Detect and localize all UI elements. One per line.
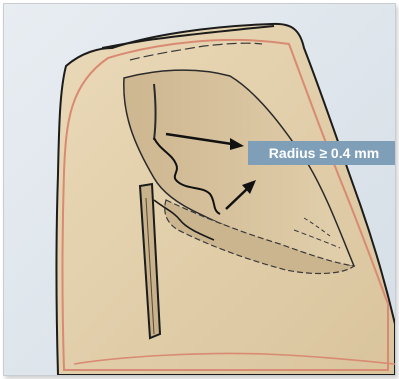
radius-label: Radius ≥ 0.4 mm <box>248 141 396 165</box>
tooth-preparation-illustration <box>4 4 395 375</box>
figure-frame: Radius ≥ 0.4 mm <box>3 3 396 376</box>
